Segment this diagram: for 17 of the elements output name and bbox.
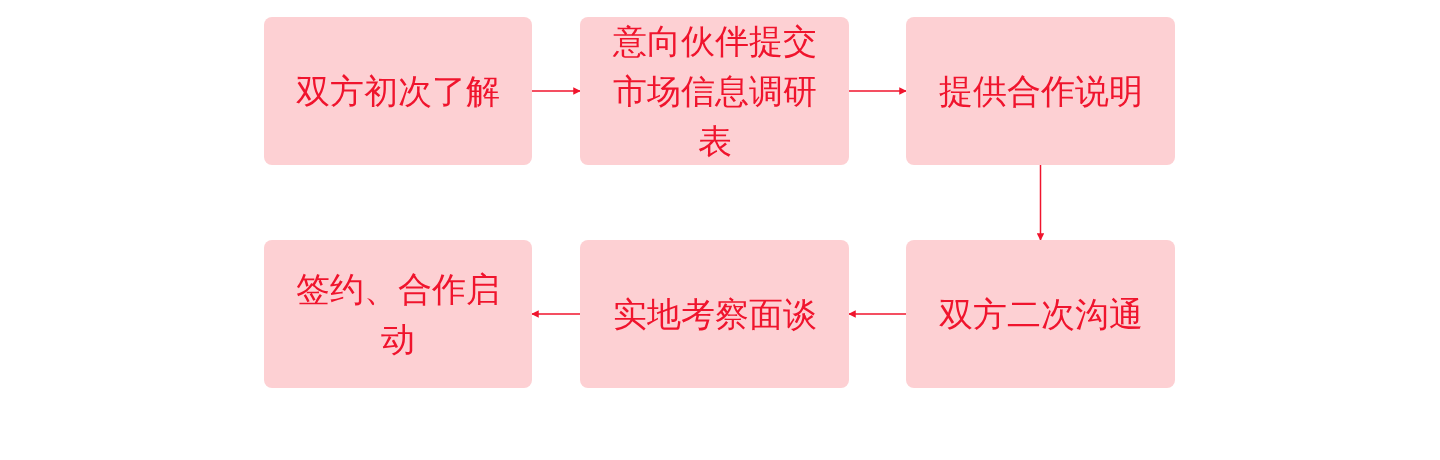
- arrow: [1036, 164, 1045, 241]
- step-text: 实地考察面谈: [612, 293, 817, 336]
- step-box: [264, 17, 532, 165]
- step-box: [580, 240, 849, 388]
- step-text: 双方二次沟通: [938, 293, 1143, 336]
- arrow: [531, 87, 581, 95]
- step-text: 签约、合作启动: [295, 268, 501, 361]
- arrow: [531, 310, 581, 318]
- arrow: [848, 87, 907, 95]
- step-box: [906, 240, 1175, 388]
- step-box: [264, 240, 532, 388]
- step-box: [580, 17, 849, 165]
- step-box: [906, 17, 1175, 165]
- step-text: 双方初次了解: [296, 70, 500, 113]
- arrow: [848, 310, 907, 318]
- step-text: 意向伙伴提交市场信息调研表: [611, 20, 818, 163]
- step-text: 提供合作说明: [938, 70, 1143, 113]
